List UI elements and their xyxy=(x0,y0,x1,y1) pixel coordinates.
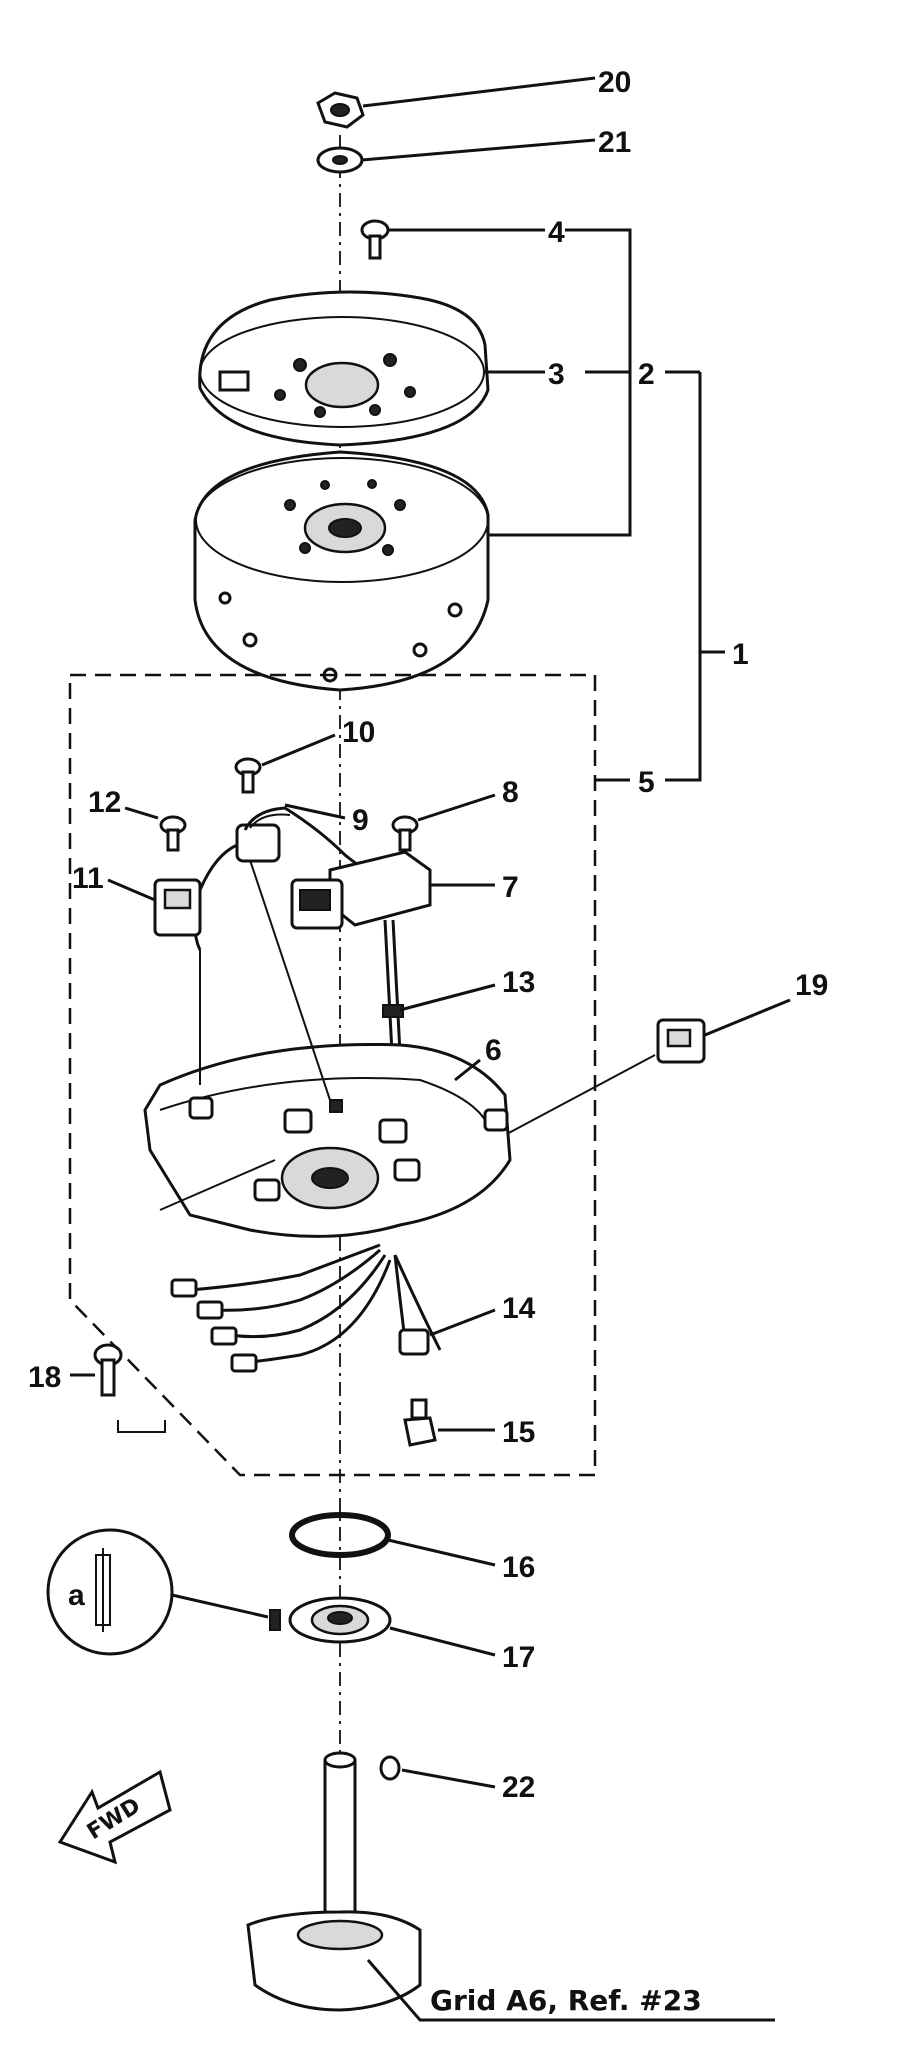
callout-14: 14 xyxy=(502,1292,536,1325)
callout-13: 13 xyxy=(502,966,535,999)
part-12-screw xyxy=(124,806,187,852)
part-10-screw xyxy=(234,733,336,794)
part-15-screw xyxy=(403,1398,495,1447)
part-3-flywheel-cover xyxy=(198,290,490,447)
forward-direction-arrow xyxy=(57,1769,172,1865)
callout-10: 10 xyxy=(342,716,375,749)
grid-reference-note: Grid A6, Ref. #23 xyxy=(430,1984,702,2017)
part-22-woodruff-key xyxy=(379,1755,496,1789)
flywheel-rotor xyxy=(193,450,490,692)
callout-5: 5 xyxy=(638,766,655,799)
part-14-ground-terminal xyxy=(398,1308,496,1356)
detail-a-callout xyxy=(46,1528,269,1656)
part-17-bearing xyxy=(269,1596,496,1657)
callout-7: 7 xyxy=(502,871,519,904)
callout-16: 16 xyxy=(502,1551,535,1584)
part-16-o-ring xyxy=(289,1512,496,1567)
callout-21: 21 xyxy=(598,126,631,159)
callout-9: 9 xyxy=(352,804,369,837)
part-7-ignition-unit xyxy=(290,850,495,930)
callout-1: 1 xyxy=(732,638,749,671)
stator-assembly-boundary xyxy=(68,673,597,1477)
callout-22: 22 xyxy=(502,1771,535,1804)
callout-4: 4 xyxy=(548,216,565,249)
callout-3: 3 xyxy=(548,358,565,391)
callout-17: 17 xyxy=(502,1641,535,1674)
part-4-screw xyxy=(360,219,390,260)
callout-12: 12 xyxy=(88,786,121,819)
callout-15: 15 xyxy=(502,1416,535,1449)
part-21-washer xyxy=(316,146,364,174)
part-6-stator-base xyxy=(143,859,512,1238)
part-11-pulser-coil xyxy=(107,878,202,937)
callout-11: 11 xyxy=(72,862,104,895)
crankshaft-ref-23 xyxy=(246,1751,775,2022)
part-18-screw xyxy=(70,1343,166,1433)
callout-6: 6 xyxy=(485,1034,502,1067)
leader-lines-top xyxy=(361,76,725,782)
callout-2: 2 xyxy=(638,358,655,391)
part-8-screw xyxy=(391,793,496,852)
callout-18: 18 xyxy=(28,1361,61,1394)
part-19-connector xyxy=(504,998,791,1136)
callout-19: 19 xyxy=(795,969,828,1002)
callout-8: 8 xyxy=(502,776,519,809)
detail-a-marker: a xyxy=(68,1579,85,1612)
part-20-nut xyxy=(316,91,365,129)
callout-20: 20 xyxy=(598,66,631,99)
